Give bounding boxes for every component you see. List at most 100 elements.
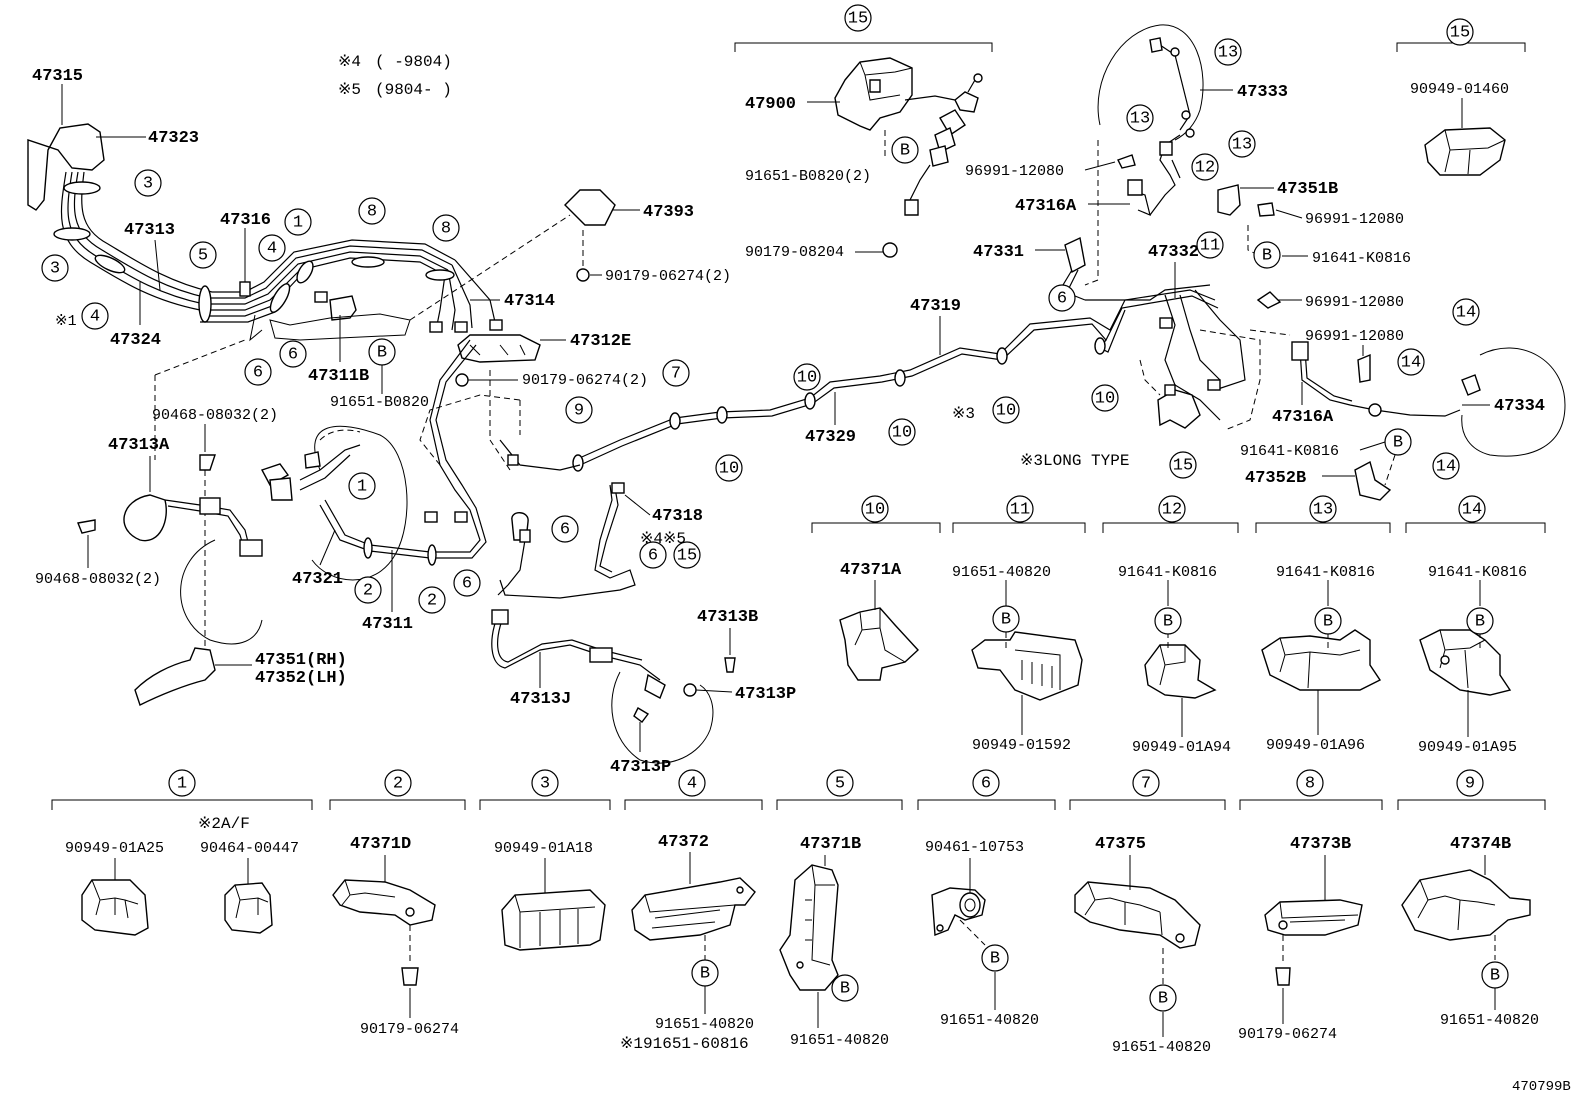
circled-marker-7: 7 [1132,769,1160,797]
marker-circle [1309,495,1337,523]
circled-marker-3: 3 [41,254,69,282]
marker-label: 2 [363,582,373,601]
circled-marker-B: B [831,974,859,1002]
marker-label: B [990,950,1000,969]
marker-label: 1 [357,478,367,497]
marker-label: 10 [892,424,912,443]
marker-label: 12 [1195,159,1215,178]
marker-circle [715,454,743,482]
circled-marker-B: B [1149,984,1177,1012]
circled-marker-15: 15 [1446,18,1474,46]
callout-47316A-b: 47316A [1272,408,1334,427]
callout-47329: 47329 [805,428,856,447]
marker-label: 15 [677,547,697,566]
marker-circle [972,769,1000,797]
callout-note-1: ※1 [55,313,77,330]
callout-47900: 47900 [745,95,796,114]
marker-label: B [1163,613,1173,632]
circled-marker-14: 14 [1452,298,1480,326]
marker-label: 1 [177,775,187,794]
marker-circle [279,340,307,368]
marker-circle [1296,769,1324,797]
marker-circle [1048,284,1076,312]
detail-5-bolt: 91651-40820 [790,1032,889,1049]
circled-marker-5: 5 [189,241,217,269]
circled-marker-15: 15 [673,541,701,569]
marker-label: 5 [198,247,208,266]
marker-circle [1126,104,1154,132]
marker-label: 13 [1313,501,1333,520]
circled-marker-2: 2 [384,769,412,797]
callout-47319: 47319 [910,297,961,316]
marker-circle [831,974,859,1002]
circled-marker-B: B [981,944,1009,972]
callout-90949-01460: 90949-01460 [1410,81,1509,98]
marker-label: 8 [367,203,377,222]
marker-label: 8 [1305,775,1315,794]
circled-marker-3: 3 [134,169,162,197]
marker-label: 9 [1465,775,1475,794]
circled-marker-B: B [1466,607,1494,635]
circled-marker-2: 2 [354,576,382,604]
marker-circle [1091,384,1119,412]
marker-circle [368,338,396,366]
note-5-range: (9804- ) [375,81,452,99]
note-1-alt: ※191651-60816 [620,1035,749,1053]
marker-label: 3 [143,175,153,194]
marker-label: B [1393,434,1403,453]
marker-circle [565,396,593,424]
detail-13-bot: 90949-01A96 [1266,737,1365,754]
marker-circle [1456,769,1484,797]
marker-label: 2 [427,592,437,611]
marker-circle [1191,153,1219,181]
note-4-range: ( -9804) [375,53,452,71]
circled-marker-4: 4 [678,769,706,797]
detail-8-bolt: 90179-06274 [1238,1026,1337,1043]
marker-label: 8 [441,220,451,239]
marker-circle [1149,984,1177,1012]
detail-row-2 [51,799,1546,991]
callout-90179-06274-2b: 90179-06274(2) [522,372,648,389]
callout-47314: 47314 [504,292,555,311]
detail-1-part-b: 90464-00447 [200,840,299,857]
circled-marker-B: B [1481,961,1509,989]
marker-circle [826,769,854,797]
circled-marker-6: 6 [244,358,272,386]
marker-label: 14 [1456,304,1476,323]
callout-47334: 47334 [1494,397,1545,416]
marker-label: 14 [1401,354,1421,373]
callout-91641-a: 91641-K0816 [1312,250,1411,267]
detail-11-bot: 90949-01592 [972,737,1071,754]
circled-marker-8: 8 [1296,769,1324,797]
callout-47351: 47351(RH) [255,651,347,670]
circled-marker-12: 12 [1158,495,1186,523]
circled-marker-B: B [1154,607,1182,635]
circled-marker-B: B [368,338,396,366]
callout-47312E: 47312E [570,332,631,351]
circled-marker-13: 13 [1309,495,1337,523]
marker-label: 1 [293,214,303,233]
circled-marker-14: 14 [1397,348,1425,376]
callout-47316: 47316 [220,211,271,230]
marker-circle [992,605,1020,633]
circled-marker-9: 9 [1456,769,1484,797]
marker-label: 10 [865,501,885,520]
marker-circle [531,769,559,797]
note-3-mark: ※3 [952,405,975,423]
marker-label: 3 [540,775,550,794]
callout-47313P-a: 47313P [735,685,796,704]
callout-47352: 47352(LH) [255,669,347,688]
marker-circle [384,769,412,797]
circled-marker-6: 6 [639,541,667,569]
circled-marker-6: 6 [279,340,307,368]
marker-label: 11 [1010,501,1030,520]
callout-90179-08204: 90179-08204 [745,244,844,261]
marker-label: 6 [288,346,298,365]
circled-marker-2: 2 [418,586,446,614]
marker-label: 6 [560,521,570,540]
marker-circle [1169,451,1197,479]
marker-label: 11 [1200,237,1220,256]
callout-47351B: 47351B [1277,180,1338,199]
callout-47333: 47333 [1237,83,1288,102]
